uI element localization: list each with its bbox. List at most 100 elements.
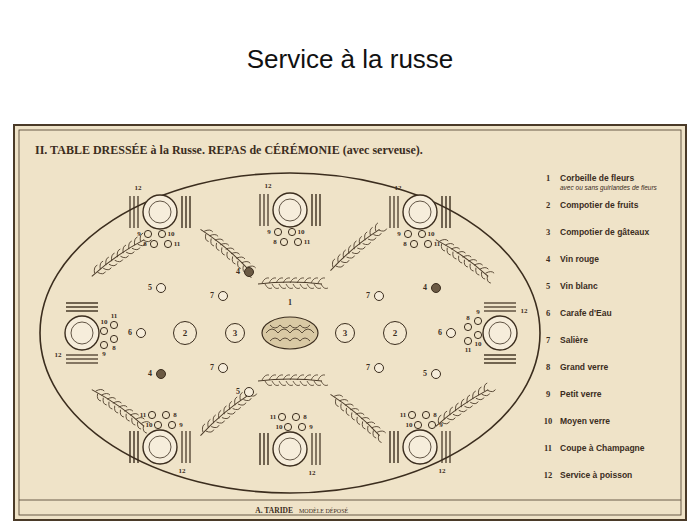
- drawing-stroke: [349, 412, 357, 420]
- fork: [389, 196, 390, 228]
- table-vessel: [375, 292, 384, 301]
- garland-sprig: [198, 225, 258, 278]
- glass: [292, 413, 299, 420]
- knife: [185, 196, 186, 228]
- drawing-stroke: [269, 375, 276, 380]
- drawing-stroke: [451, 245, 460, 253]
- plate-well: [149, 201, 171, 223]
- garland-sprig: [197, 386, 257, 439]
- knife: [66, 310, 98, 311]
- legend-number: 11: [544, 444, 552, 453]
- drawing-stroke: [457, 249, 466, 257]
- glass: [418, 230, 425, 237]
- callout-number: 10: [298, 229, 305, 236]
- drawing-stroke: [103, 264, 111, 272]
- drawing-stroke: [227, 409, 235, 417]
- glass: [294, 238, 301, 245]
- dinner-plate: [403, 430, 437, 464]
- glass: [414, 421, 421, 428]
- place-setting: [130, 411, 190, 464]
- legend-text: Vin blanc: [560, 282, 598, 291]
- drawing-stroke: [279, 381, 286, 386]
- slide-title: Service à la russe: [0, 44, 700, 75]
- drawing-stroke: [453, 403, 462, 411]
- drawing-stroke: [120, 252, 128, 260]
- drawing-stroke: [92, 265, 101, 273]
- knife: [267, 433, 268, 465]
- fork: [66, 362, 98, 363]
- legend-text: Vin rouge: [560, 255, 599, 264]
- drawing-stroke: [216, 410, 225, 418]
- glass: [164, 240, 171, 247]
- drawing-stroke: [233, 404, 241, 412]
- table-vessel: [219, 292, 228, 301]
- drawing-stroke: [114, 249, 123, 257]
- flower-basket: [262, 317, 318, 349]
- drawing-stroke: [367, 227, 376, 235]
- drawing-stroke: [232, 397, 241, 405]
- glass: [162, 411, 169, 418]
- drawing-stroke: [262, 375, 269, 380]
- table-vessel: [432, 370, 441, 379]
- callout-number: 10: [428, 231, 435, 238]
- glass: [298, 423, 305, 430]
- drawing-stroke: [126, 248, 134, 256]
- place-settings: [65, 193, 517, 466]
- fork: [319, 433, 320, 465]
- callout-number: 9: [476, 309, 480, 316]
- drawing-stroke: [200, 424, 209, 432]
- drawing-stroke: [300, 284, 307, 289]
- drawing-stroke: [354, 417, 362, 425]
- drawing-stroke: [338, 403, 346, 411]
- legend-text: Compotier de gâteaux: [560, 228, 649, 237]
- fork: [189, 431, 190, 463]
- knife: [315, 194, 316, 226]
- legend-text: Petit verre: [560, 390, 602, 399]
- legend-text: Carafe d'Eau: [560, 309, 612, 318]
- knife: [189, 196, 190, 228]
- callout-number: 9: [309, 424, 313, 431]
- dish-number: 2: [393, 329, 398, 338]
- fork: [137, 196, 138, 228]
- callout-number: 8: [143, 241, 147, 248]
- drawing-stroke: [265, 284, 272, 289]
- drawing-stroke: [321, 381, 328, 386]
- legend-number: 2: [546, 201, 550, 210]
- fork: [484, 306, 516, 307]
- table-vessel: [245, 388, 254, 397]
- drawing-stroke: [107, 395, 116, 403]
- legend-text: Grand verre: [560, 363, 608, 372]
- plate-well: [71, 322, 93, 344]
- plate-frame: [19, 130, 681, 515]
- drawing-stroke: [297, 375, 304, 380]
- drawing-stroke: [132, 237, 141, 245]
- callout-number: 9: [439, 422, 443, 429]
- drawing-stroke: [440, 237, 449, 245]
- fork: [484, 302, 516, 303]
- registered-model: MODÈLE DÉPOSÉ: [299, 508, 348, 514]
- table-vessel: [375, 364, 384, 373]
- callout-number: 8: [403, 241, 407, 248]
- drawing-stroke: [318, 375, 325, 380]
- drawing-stroke: [120, 245, 129, 253]
- drawing-stroke: [290, 375, 297, 380]
- callout-number: 12: [309, 470, 316, 477]
- fork: [259, 194, 260, 226]
- knife: [484, 354, 516, 355]
- dinner-plate: [65, 316, 99, 350]
- drawing-stroke: [113, 399, 122, 407]
- callout-number: 11: [270, 414, 277, 421]
- dinner-plate: [403, 195, 437, 229]
- drawing-stroke: [304, 375, 311, 380]
- plate-well: [149, 436, 171, 458]
- fork: [129, 196, 130, 228]
- garland-sprig: [327, 221, 387, 274]
- place-setting: [464, 303, 517, 363]
- callout-number: 7: [366, 292, 370, 300]
- drawing-stroke: [126, 241, 135, 249]
- glass: [424, 240, 431, 247]
- place-setting: [65, 303, 118, 363]
- drawing-stroke: [474, 261, 483, 269]
- drawing-stroke: [276, 375, 283, 380]
- callout-number: 10: [276, 424, 283, 431]
